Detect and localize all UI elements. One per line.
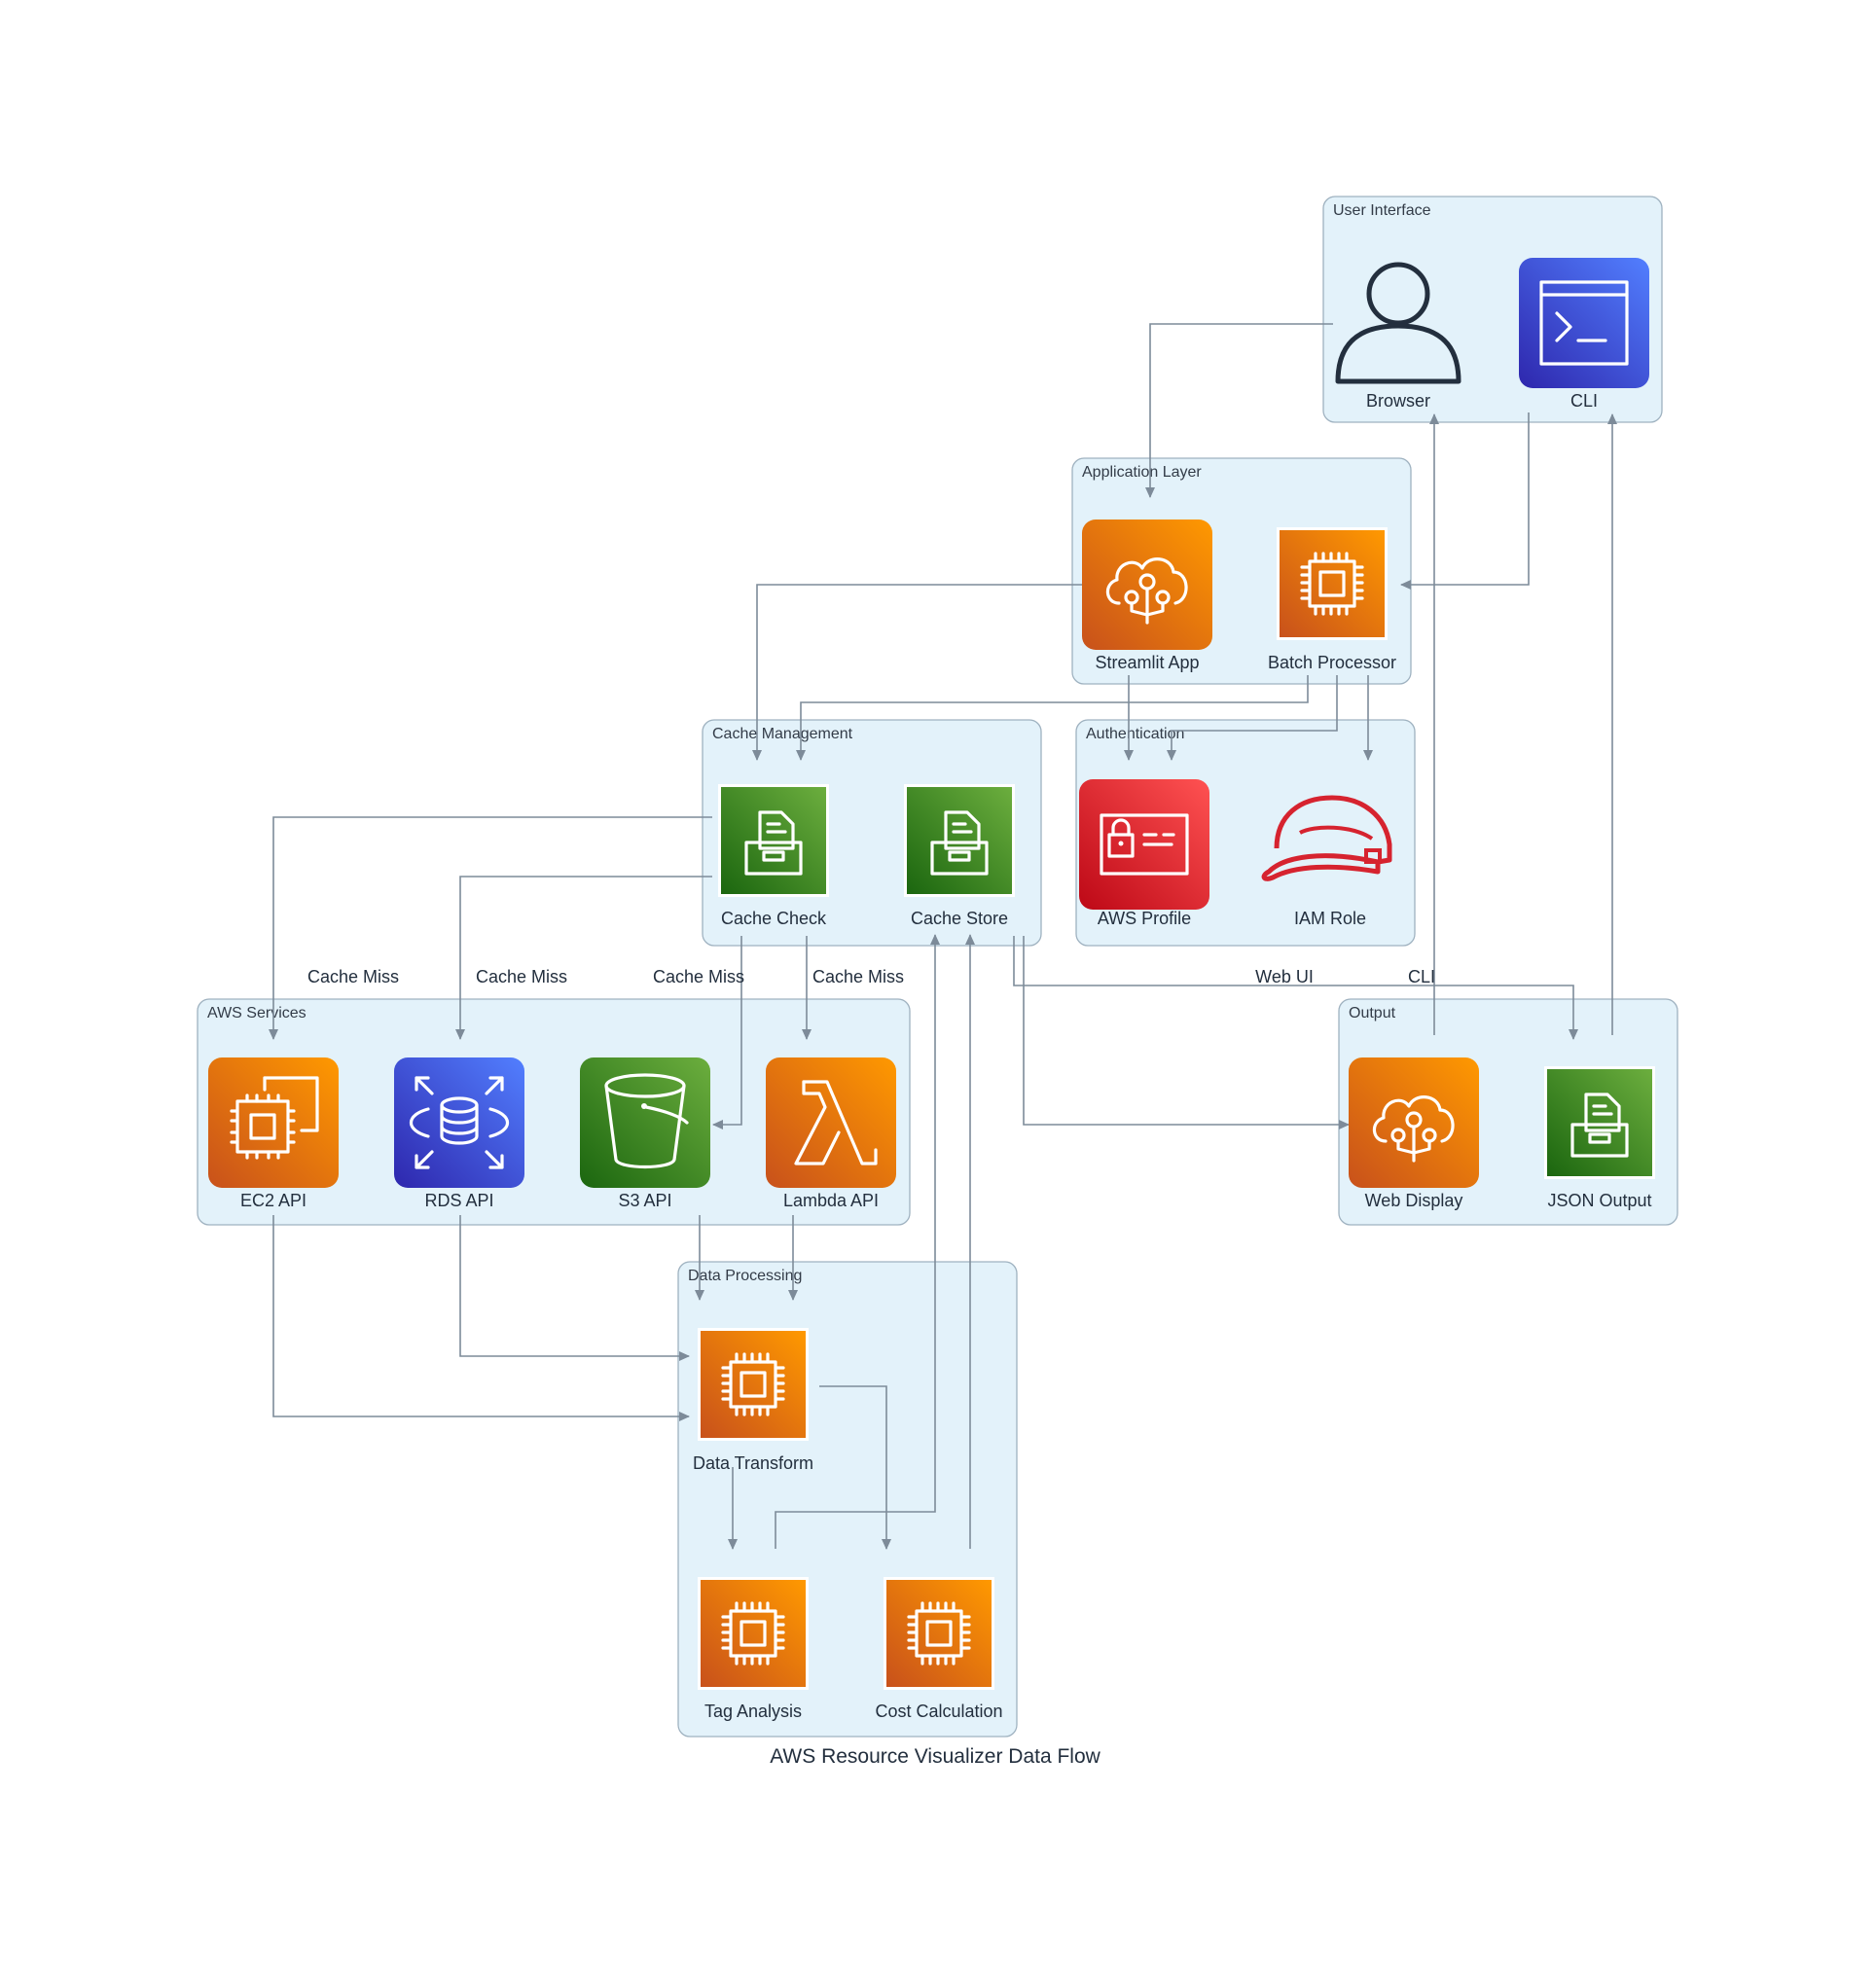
edge-label-cli: CLI — [1408, 967, 1435, 986]
hard-hat-icon — [1261, 795, 1392, 881]
cloud-tree-icon — [1349, 1057, 1479, 1188]
node-streamlit-app: Streamlit App — [1082, 520, 1212, 672]
node-label: Batch Processor — [1268, 653, 1396, 672]
edge-tag-to-cache-store — [775, 934, 940, 1549]
chip-icon — [698, 1328, 809, 1441]
cluster-label: Authentication — [1086, 726, 1184, 742]
diagram-title: AWS Resource Visualizer Data Flow — [770, 1745, 1100, 1768]
node-lambda-api: Lambda API — [766, 1057, 896, 1210]
file-cache-icon — [718, 784, 829, 897]
node-s3-api: S3 API — [580, 1057, 710, 1210]
node-cache-store: Cache Store — [904, 784, 1015, 928]
node-label: S3 API — [618, 1191, 671, 1210]
node-rds-api: RDS API — [394, 1057, 524, 1210]
file-cache-icon — [1544, 1066, 1655, 1179]
node-json-output: JSON Output — [1544, 1066, 1655, 1210]
cluster-box — [197, 998, 911, 1226]
node-label: CLI — [1570, 391, 1598, 411]
node-cli: CLI — [1519, 258, 1649, 411]
ec2-icon — [208, 1057, 339, 1188]
node-iam-role: IAM Role — [1261, 795, 1392, 928]
cluster-label: Cache Management — [712, 726, 853, 742]
cluster-label: User Interface — [1333, 202, 1431, 219]
cluster-label: Output — [1349, 1005, 1396, 1021]
lambda-icon — [766, 1057, 896, 1188]
node-label: Cost Calculation — [875, 1702, 1002, 1721]
user-icon — [1335, 262, 1461, 384]
edge-cli-to-batch — [1400, 412, 1530, 590]
node-label: Streamlit App — [1095, 653, 1199, 672]
node-aws-profile: AWS Profile — [1079, 779, 1209, 928]
node-label: Lambda API — [783, 1191, 879, 1210]
node-label: Data Transform — [693, 1453, 813, 1473]
chip-icon — [698, 1577, 809, 1690]
node-label: Web Display — [1365, 1191, 1463, 1210]
edge-browser-to-streamlit — [1145, 323, 1333, 498]
edge-label-cache-miss: Cache Miss — [653, 967, 744, 986]
node-label: JSON Output — [1547, 1191, 1651, 1210]
database-icon — [394, 1057, 524, 1188]
edge-transform-to-cost — [819, 1385, 891, 1550]
terminal-icon — [1519, 258, 1649, 388]
edges — [269, 323, 1617, 1550]
node-label: AWS Profile — [1098, 909, 1191, 928]
node-label: RDS API — [424, 1191, 493, 1210]
edge-cache-miss-s3 — [712, 936, 742, 1129]
edge-cache-miss-rds — [455, 876, 712, 1040]
node-label: Cache Store — [911, 909, 1008, 928]
edge-cache-miss-ec2 — [269, 816, 712, 1040]
edge-cache-store-to-web — [1023, 936, 1350, 1129]
edge-rds-to-transform — [459, 1215, 690, 1361]
node-browser: Browser — [1335, 262, 1461, 411]
cluster-label: Application Layer — [1082, 464, 1202, 481]
node-tag-analysis: Tag Analysis — [698, 1577, 809, 1721]
node-web-display: Web Display — [1349, 1057, 1479, 1210]
node-label: EC2 API — [240, 1191, 307, 1210]
chip-icon — [884, 1577, 994, 1690]
node-label: IAM Role — [1294, 909, 1366, 928]
cloud-tree-icon — [1082, 520, 1212, 650]
node-data-transform: Data Transform — [693, 1328, 813, 1473]
file-cache-icon — [904, 784, 1015, 897]
node-batch-processor: Batch Processor — [1268, 527, 1396, 672]
node-label: Tag Analysis — [704, 1702, 802, 1721]
node-ec2-api: EC2 API — [208, 1057, 339, 1210]
node-cost-calculation: Cost Calculation — [875, 1577, 1003, 1721]
edge-cache-store-to-json — [1013, 936, 1578, 1040]
edge-batch-to-aws-profile — [1167, 675, 1338, 761]
edge-label-cache-miss: Cache Miss — [307, 967, 399, 986]
node-label: Cache Check — [721, 909, 827, 928]
edge-ec2-to-transform — [272, 1215, 690, 1421]
bucket-icon — [580, 1057, 710, 1188]
cluster-label: Data Processing — [688, 1268, 802, 1284]
edge-streamlit-to-cache-check — [752, 584, 1084, 761]
edge-label-cache-miss: Cache Miss — [812, 967, 904, 986]
node-label: Browser — [1366, 391, 1430, 411]
edge-labels: Cache Miss Cache Miss Cache Miss Cache M… — [307, 967, 1435, 986]
id-card-lock-icon — [1079, 779, 1209, 910]
edge-batch-to-cache-check — [796, 675, 1309, 761]
node-cache-check: Cache Check — [718, 784, 829, 928]
cluster-label: AWS Services — [207, 1005, 307, 1021]
chip-icon — [1277, 527, 1388, 640]
edge-label-web-ui: Web UI — [1255, 967, 1314, 986]
edge-label-cache-miss: Cache Miss — [476, 967, 567, 986]
cluster-aws-services: AWS Services — [197, 998, 911, 1226]
